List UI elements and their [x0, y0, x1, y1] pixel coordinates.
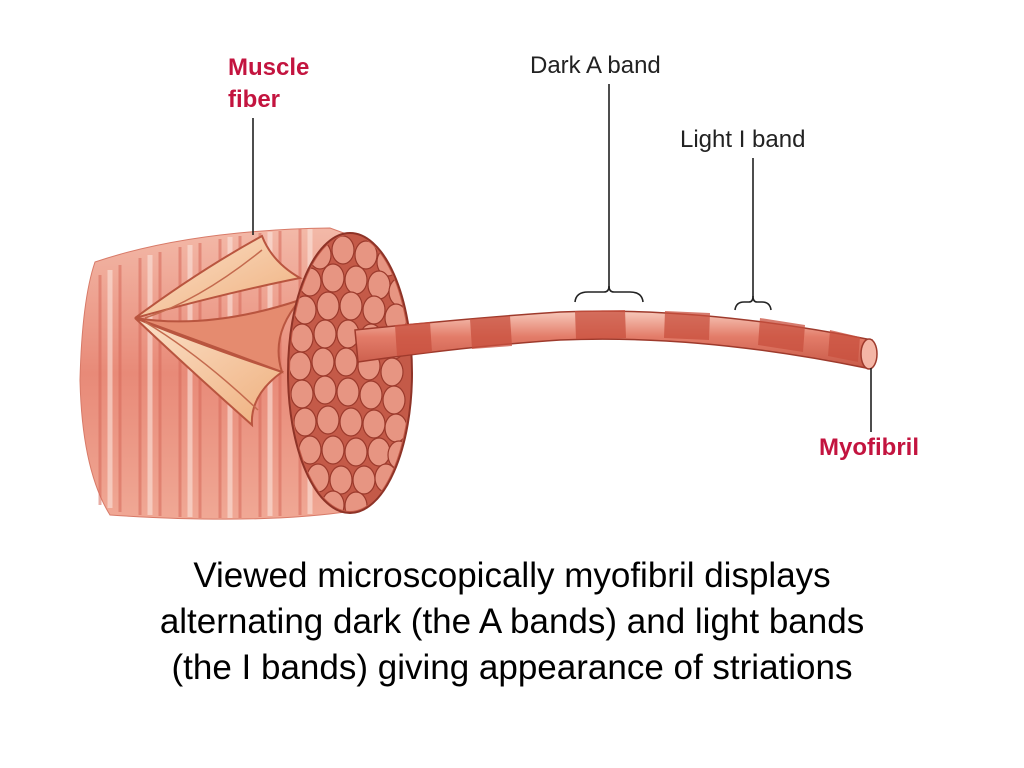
caption: Viewed microscopically myofibril display… [40, 553, 984, 691]
leader-lines [252, 84, 872, 432]
myofibril-label: Myofibril [819, 434, 919, 461]
dark-a-band-brace [574, 285, 644, 303]
muscle-fiber-label: Muscle fiber [228, 52, 348, 116]
muscle-fiber-label-line2: fiber [228, 86, 281, 113]
light-i-band-brace [734, 295, 772, 311]
dark-a-band-label: Dark A band [530, 52, 661, 79]
fiber-cross-section [287, 232, 413, 514]
sarcolemma-sheath [134, 234, 304, 428]
caption-line-2: alternating dark (the A bands) and light… [159, 602, 865, 641]
light-i-band-label: Light I band [680, 126, 806, 153]
caption-line-1: Viewed microscopically myofibril display… [193, 556, 831, 595]
myofibril-rod [354, 310, 878, 370]
caption-line-3: (the I bands) giving appearance of stria… [171, 648, 853, 687]
muscle-fiber-label-line1: Muscle [228, 54, 310, 81]
